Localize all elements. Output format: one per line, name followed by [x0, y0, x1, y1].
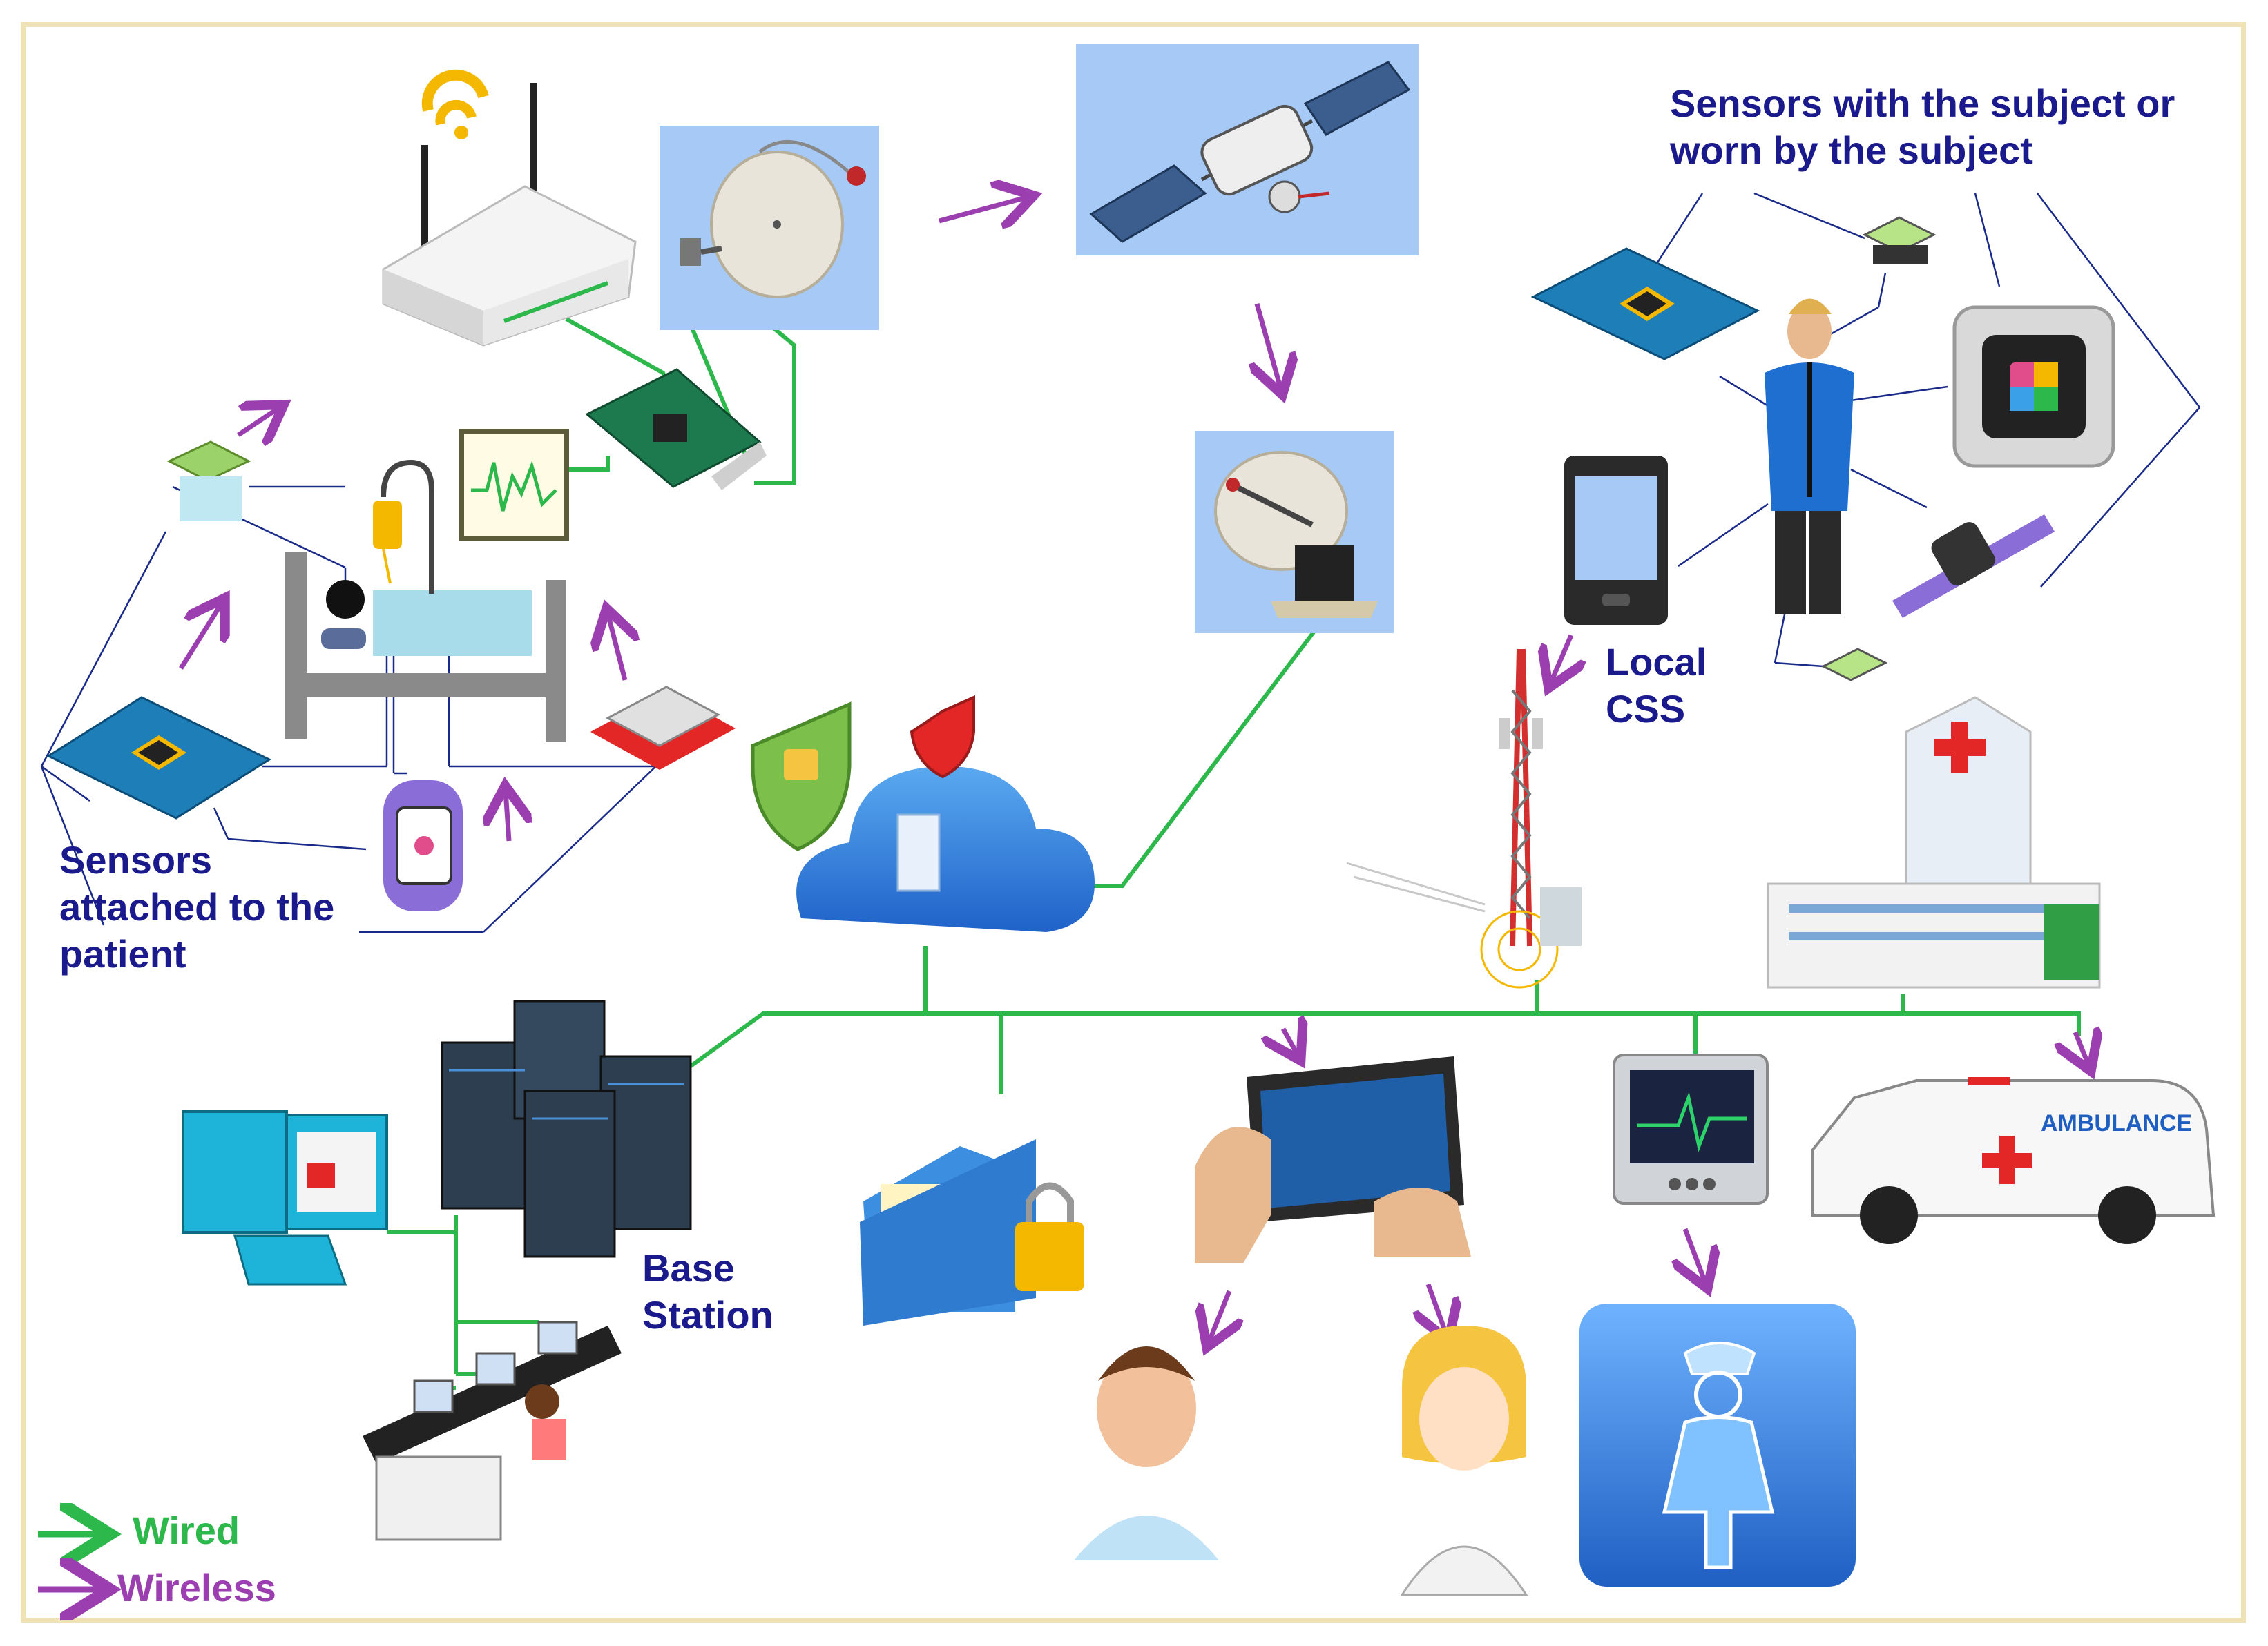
sensors-patient-line2: attached to the — [59, 885, 335, 929]
hospital-icon — [1767, 696, 2101, 989]
satellite-dish-icon — [660, 126, 879, 330]
smartwatch-icon — [1892, 514, 2055, 618]
ambulance-text: AMBULANCE — [2041, 1110, 2192, 1136]
wireless-links — [179, 197, 2089, 1343]
ecg-monitor-icon — [459, 429, 569, 541]
nurse-sign-icon — [1579, 1304, 1856, 1587]
sensors-patient-line3: patient — [59, 932, 186, 976]
person-icon — [1765, 298, 1854, 614]
secure-folder-icon — [860, 1139, 1084, 1326]
sensors-subject-label: Sensors with the subject or worn by the … — [1670, 80, 2175, 174]
sensor-chip-icon — [1530, 247, 1760, 360]
sensor-chip-icon — [590, 686, 736, 770]
cell-tower-icon — [1346, 648, 1582, 989]
sensors-subject-line1: Sensors with the subject or — [1670, 81, 2175, 125]
local-css-line1: Local — [1606, 640, 1707, 684]
smartphone-icon — [1564, 456, 1668, 625]
doctor-icon — [1074, 1346, 1219, 1560]
sensor-chip-icon — [1862, 216, 1937, 264]
sensors-patient-line1: Sensors — [59, 838, 212, 882]
cloud-security-icon — [751, 695, 1095, 932]
sensor-links — [40, 192, 2200, 933]
sensors-subject-line2: worn by the subject — [1670, 128, 2033, 172]
local-css-line2: CSS — [1606, 687, 1686, 730]
ground-dish-icon — [1195, 431, 1394, 633]
workstation-icon — [363, 1321, 622, 1541]
sensor-chip-icon — [1820, 648, 1888, 681]
desktop-computer-icon — [182, 1110, 388, 1286]
legend-wired-label: Wired — [133, 1509, 240, 1552]
nurse-icon — [1400, 1326, 1528, 1596]
tablet-icon — [1195, 1056, 1471, 1263]
base-station-label: Base Station — [642, 1245, 773, 1339]
processor-chip-icon — [1952, 305, 2115, 468]
wifi-router-icon — [382, 69, 637, 347]
vital-monitor-icon — [1613, 1054, 1769, 1205]
ambulance-icon: AMBULANCE — [1811, 1077, 2216, 1244]
sensors-patient-label: Sensors attached to the patient — [59, 837, 334, 978]
sensor-chip-icon — [46, 696, 272, 820]
sensor-chip-icon — [166, 440, 251, 521]
satellite-icon — [1076, 44, 1419, 255]
base-station-line1: Base — [642, 1246, 735, 1290]
base-station-line2: Station — [642, 1293, 773, 1337]
smartwatch-icon — [383, 780, 463, 911]
hospital-bed-icon — [285, 459, 566, 742]
network-card-icon — [585, 368, 767, 490]
server-rack-icon — [441, 1000, 692, 1258]
local-css-label: Local CSS — [1606, 639, 1707, 733]
legend-wireless-label: Wireless — [117, 1566, 276, 1609]
